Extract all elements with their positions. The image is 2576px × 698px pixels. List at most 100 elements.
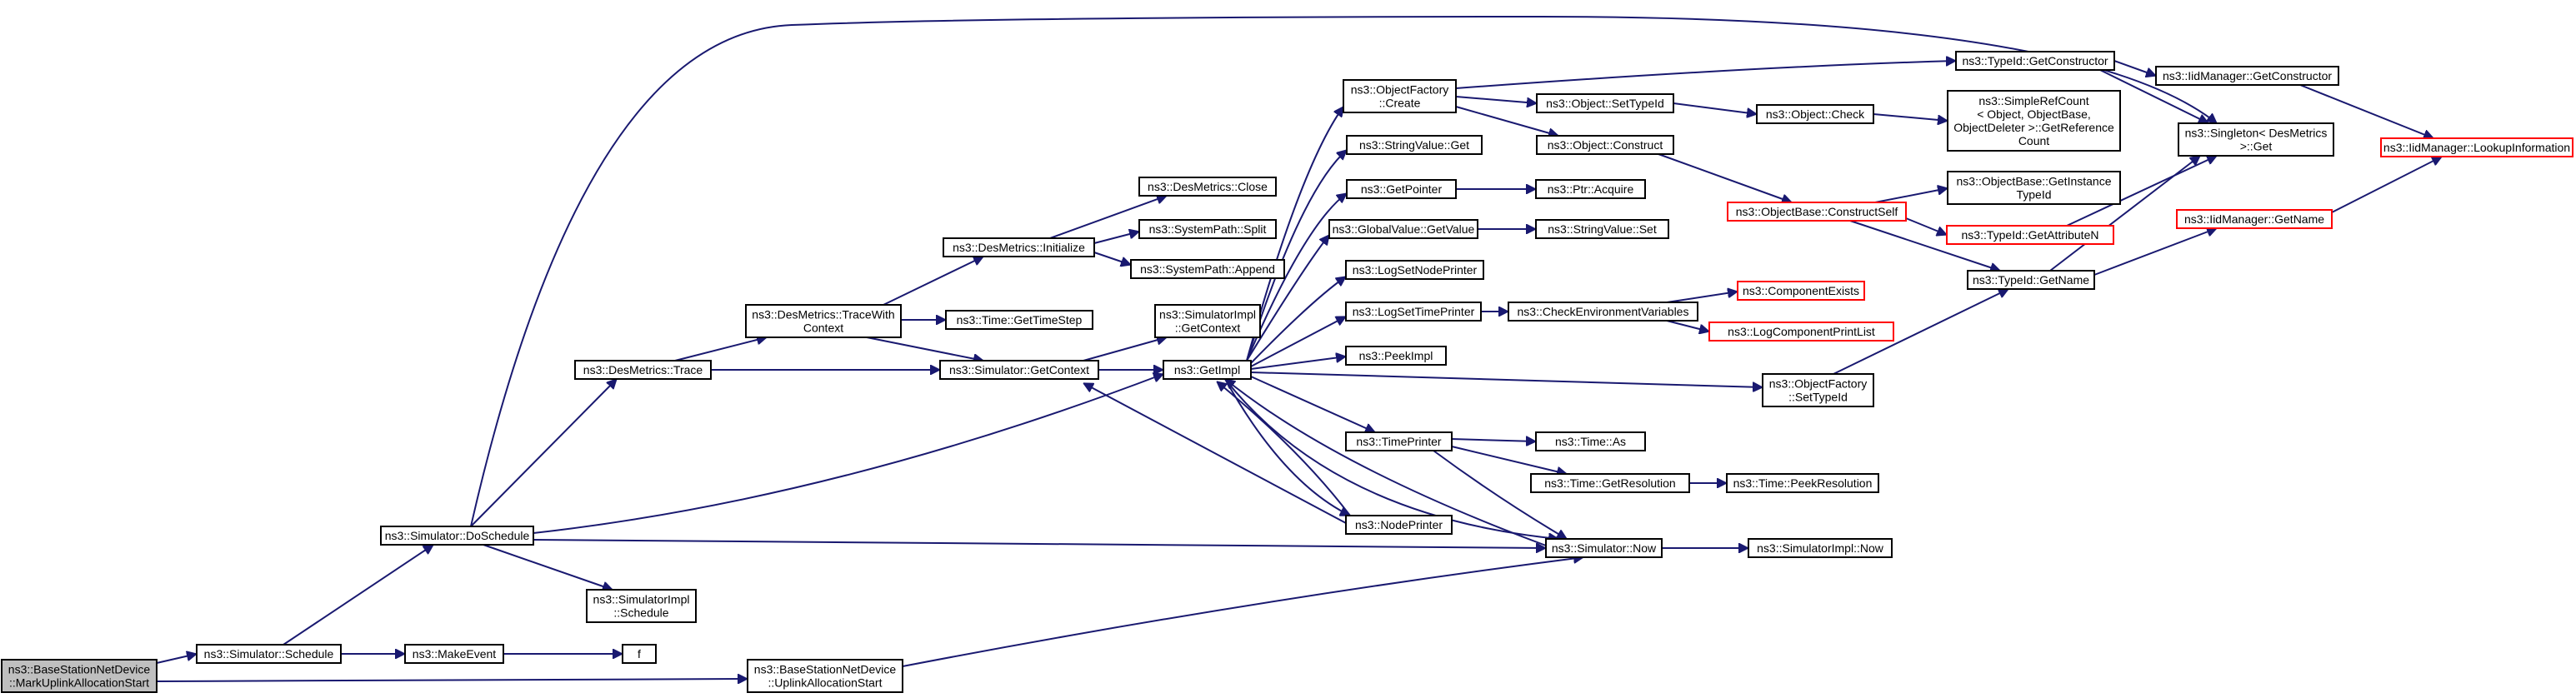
node-objectFactoryCreate[interactable]: ns3::ObjectFactory::Create — [1343, 79, 1457, 113]
node-box — [747, 659, 903, 693]
node-append[interactable]: ns3::SystemPath::Append — [1130, 259, 1285, 279]
node-box — [622, 644, 657, 664]
node-nodePrinter[interactable]: ns3::NodePrinter — [1345, 515, 1453, 535]
node-timeGetResolution[interactable]: ns3::Time::GetResolution — [1530, 473, 1690, 493]
edge-typeIdGetName-to-singletonGet — [2049, 156, 2200, 272]
node-box — [1328, 219, 1478, 239]
node-getPointer[interactable]: ns3::GetPointer — [1346, 179, 1457, 199]
node-box — [1154, 304, 1261, 338]
node-box — [1727, 202, 1907, 222]
node-label: ns3::SimulatorImpl — [593, 593, 690, 606]
node-box — [745, 304, 902, 338]
node-simulatorNow[interactable]: ns3::Simulator::Now — [1545, 538, 1663, 558]
node-simImplNow[interactable]: ns3::SimulatorImpl::Now — [1748, 538, 1893, 558]
node-box — [196, 644, 342, 664]
node-peekImpl[interactable]: ns3::PeekImpl — [1345, 346, 1447, 366]
node-label: >::Get — [2240, 140, 2273, 153]
node-schedule[interactable]: ns3::Simulator::Schedule — [196, 644, 342, 664]
node-getTimeStep[interactable]: ns3::Time::GetTimeStep — [945, 310, 1093, 330]
node-timePrinter[interactable]: ns3::TimePrinter — [1345, 431, 1453, 451]
node-objectConstruct[interactable]: ns3::Object::Construct — [1536, 135, 1674, 155]
edge-iidGetConstructor-to-lookupInformation — [2299, 84, 2433, 138]
node-objectCheck[interactable]: ns3::Object::Check — [1756, 104, 1874, 124]
node-simpleRefCount[interactable]: ns3::SimpleRefCount< Object, ObjectBase,… — [1947, 90, 2121, 152]
node-ptrAcquire[interactable]: ns3::Ptr::Acquire — [1535, 179, 1646, 199]
node-label: ns3::SimulatorImpl::Now — [1757, 541, 1884, 555]
edge-objectSetTypeId-to-objectCheck — [1673, 102, 1757, 114]
node-root[interactable]: ns3::BaseStationNetDevice::MarkUplinkAll… — [1, 659, 158, 693]
node-box — [1163, 360, 1252, 380]
node-box — [1708, 322, 1894, 342]
node-label: ns3::DesMetrics::Trace — [583, 363, 703, 376]
edge-initialize-to-close — [1049, 196, 1167, 239]
node-box — [945, 310, 1093, 330]
node-box — [1955, 51, 2115, 71]
node-desTrace[interactable]: ns3::DesMetrics::Trace — [574, 360, 712, 380]
node-box — [1545, 538, 1663, 558]
node-label: ::Schedule — [613, 606, 668, 620]
node-layer: ns3::BaseStationNetDevice::MarkUplinkAll… — [1, 51, 2573, 693]
node-typeIdGetConstructor[interactable]: ns3::TypeId::GetConstructor — [1955, 51, 2115, 71]
node-iidGetName[interactable]: ns3::IidManager::GetName — [2176, 209, 2333, 229]
node-box — [1762, 373, 1874, 407]
node-logSetTimePrinter[interactable]: ns3::LogSetTimePrinter — [1345, 302, 1482, 322]
node-objectFactorySetTypeId[interactable]: ns3::ObjectFactory::SetTypeId — [1762, 373, 1874, 407]
node-initialize[interactable]: ns3::DesMetrics::Initialize — [943, 237, 1095, 257]
edge-objectBaseConstructSelf-to-getAttributeN — [1905, 217, 1947, 235]
node-singletonGet[interactable]: ns3::Singleton< DesMetrics >::Get — [2178, 122, 2334, 157]
node-typeIdGetName[interactable]: ns3::TypeId::GetName — [1967, 270, 2095, 290]
node-label: ns3::DesMetrics::Close — [1148, 180, 1268, 193]
edge-timePrinter-to-timeGetResolution — [1451, 446, 1567, 474]
node-f[interactable]: f — [622, 644, 657, 664]
node-box — [1536, 93, 1674, 113]
node-makeEvent[interactable]: ns3::MakeEvent — [404, 644, 504, 664]
node-box — [1346, 135, 1483, 155]
node-label: ns3::Object::SetTypeId — [1546, 97, 1664, 110]
node-label: ::UplinkAllocationStart — [768, 676, 883, 690]
node-objectSetTypeId[interactable]: ns3::Object::SetTypeId — [1536, 93, 1674, 113]
edge-traceWithContext-to-getContext — [866, 337, 983, 361]
node-simImplSchedule[interactable]: ns3::SimulatorImpl::Schedule — [586, 589, 697, 623]
node-simImplGetContext[interactable]: ns3::SimulatorImpl::GetContext — [1154, 304, 1261, 338]
node-label: ns3::IidManager::GetConstructor — [2163, 69, 2332, 82]
edge-typeIdGetConstructor-to-iidGetConstructor — [2113, 60, 2156, 76]
edge-initialize-to-append — [1093, 252, 1131, 265]
node-label: ns3::Simulator::DoSchedule — [385, 529, 530, 542]
node-label: ns3::GetImpl — [1174, 363, 1240, 376]
edge-getImpl-to-peekImpl — [1250, 356, 1346, 370]
node-label: ns3::GetPointer — [1361, 182, 1443, 196]
node-logSetNodePrinter[interactable]: ns3::LogSetNodePrinter — [1345, 260, 1484, 280]
node-getAttributeN[interactable]: ns3::TypeId::GetAttributeN — [1946, 225, 2114, 245]
node-checkEnv[interactable]: ns3::CheckEnvironmentVariables — [1508, 302, 1698, 322]
node-objectBaseConstructSelf[interactable]: ns3::ObjectBase::ConstructSelf — [1727, 202, 1907, 222]
node-label: ns3::DesMetrics::Initialize — [953, 241, 1085, 254]
node-label: ns3::SimpleRefCount — [1978, 94, 2088, 107]
node-getContext[interactable]: ns3::Simulator::GetContext — [939, 360, 1099, 380]
node-label: ObjectDeleter >::GetReference — [1953, 121, 2114, 134]
node-label: ns3::Singleton< DesMetrics — [2185, 127, 2328, 140]
node-label: ns3::LogComponentPrintList — [1728, 325, 1875, 338]
node-iidGetConstructor[interactable]: ns3::IidManager::GetConstructor — [2155, 66, 2339, 86]
node-logComponentPrintList[interactable]: ns3::LogComponentPrintList — [1708, 322, 1894, 342]
node-doSchedule[interactable]: ns3::Simulator::DoSchedule — [380, 526, 534, 546]
node-box — [2380, 137, 2573, 157]
node-lookupInformation[interactable]: ns3::IidManager::LookupInformation — [2380, 137, 2573, 157]
edge-doSchedule-to-simulatorNow — [533, 539, 1546, 548]
edge-doSchedule-to-getImpl — [533, 374, 1163, 534]
node-getImpl[interactable]: ns3::GetImpl — [1163, 360, 1252, 380]
node-stringValueSet[interactable]: ns3::StringValue::Set — [1535, 219, 1669, 239]
node-box — [380, 526, 534, 546]
node-box — [1535, 219, 1669, 239]
node-uplinkStart[interactable]: ns3::BaseStationNetDevice::UplinkAllocat… — [747, 659, 903, 693]
node-split[interactable]: ns3::SystemPath::Split — [1138, 219, 1277, 239]
node-globalValueGetValue[interactable]: ns3::GlobalValue::GetValue — [1328, 219, 1478, 239]
node-timePeekResolution[interactable]: ns3::Time::PeekResolution — [1726, 473, 1879, 493]
node-close[interactable]: ns3::DesMetrics::Close — [1138, 177, 1277, 197]
node-stringValueGet[interactable]: ns3::StringValue::Get — [1346, 135, 1483, 155]
node-label: ns3::ObjectBase::GetInstance — [1957, 175, 2112, 188]
node-componentExists[interactable]: ns3::ComponentExists — [1737, 281, 1865, 301]
node-label: ns3::IidManager::LookupInformation — [2383, 141, 2570, 154]
node-timeAs[interactable]: ns3::Time::As — [1535, 431, 1646, 451]
